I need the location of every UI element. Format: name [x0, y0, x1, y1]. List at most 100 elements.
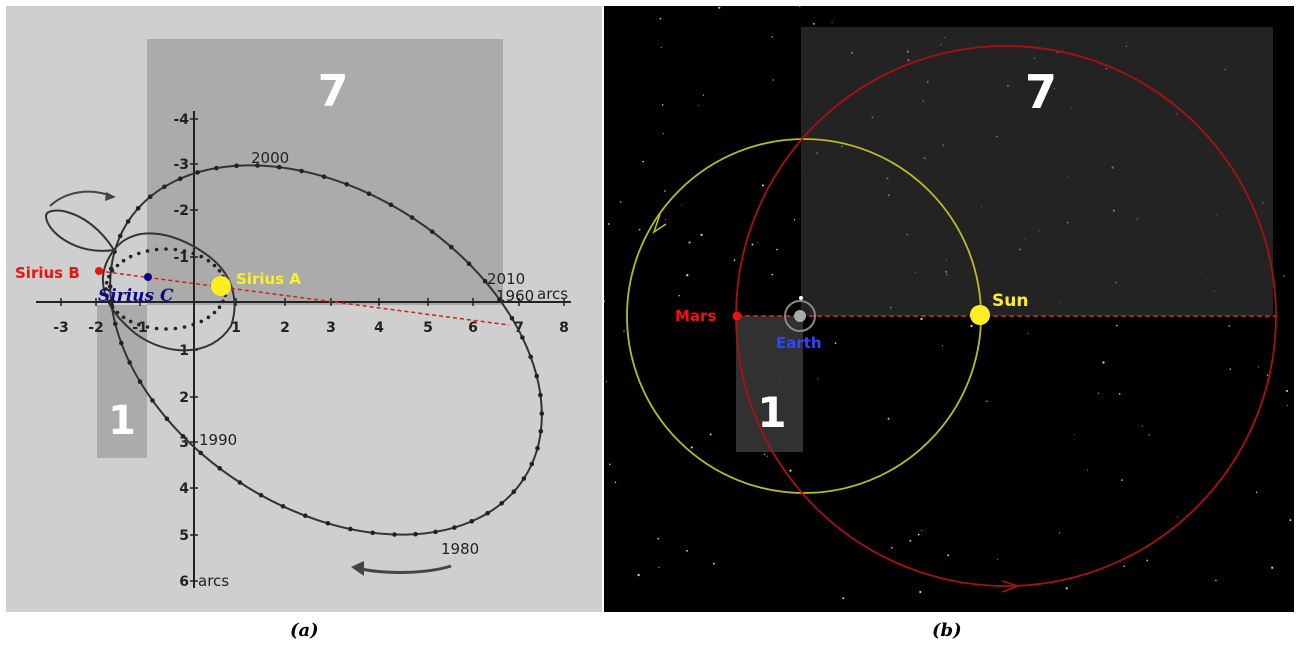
- orbit-dot: [164, 416, 170, 422]
- star: [764, 453, 766, 456]
- star: [917, 533, 920, 536]
- star: [1148, 434, 1150, 436]
- star: [986, 400, 988, 403]
- orbit-dot: [499, 501, 505, 506]
- region-7-label: 7: [318, 66, 349, 117]
- star: [702, 94, 704, 96]
- star: [709, 433, 712, 436]
- y-tick-label: 3: [179, 435, 189, 451]
- x-tick-label: 2: [280, 320, 290, 336]
- orbit-dot: [237, 480, 243, 485]
- star: [659, 17, 662, 20]
- star: [834, 342, 837, 345]
- sirius-b-label: Sirius B: [15, 264, 80, 282]
- star: [890, 546, 893, 549]
- orbit-dot: [280, 504, 286, 509]
- star: [678, 294, 680, 297]
- star: [1271, 566, 1274, 569]
- panel-b-mars-diagram: 7 1 Mars Sun Earth: [604, 6, 1294, 612]
- star: [604, 300, 605, 302]
- star: [1265, 317, 1267, 319]
- star: [690, 446, 693, 449]
- orbit-dot: [485, 510, 490, 516]
- y-tick-label: -4: [173, 112, 189, 128]
- sirius-a-label: Sirius A: [236, 270, 301, 288]
- year-label: 2010: [487, 270, 525, 288]
- orbit-dot: [497, 297, 502, 302]
- star: [681, 204, 683, 206]
- star: [658, 566, 660, 568]
- orbit-dot: [321, 174, 327, 179]
- star: [697, 105, 699, 107]
- inner-orbit-dot: [121, 315, 126, 320]
- orbit-dot: [509, 316, 515, 321]
- orbit-dot: [180, 434, 186, 439]
- orbit-dot: [214, 165, 219, 171]
- star: [661, 104, 664, 106]
- inner-orbit-dot: [173, 247, 178, 252]
- inner-orbit-dot: [217, 269, 222, 273]
- earth-label: Earth: [776, 334, 822, 352]
- inner-orbit-dot: [154, 326, 159, 331]
- star: [606, 381, 608, 382]
- orbit-dot: [217, 466, 222, 471]
- inner-orbit-dot: [137, 251, 141, 256]
- star: [772, 79, 774, 81]
- orbit-dot: [466, 261, 472, 266]
- moon-dot: [799, 296, 803, 300]
- inner-orbit-dot: [199, 254, 204, 259]
- inner-orbit-dot: [199, 319, 204, 324]
- inner-orbit-dot: [145, 249, 150, 253]
- inner-orbit-dot: [221, 299, 225, 304]
- orbit-dot: [277, 164, 282, 170]
- orbit-dot: [177, 176, 183, 181]
- inner-orbit-dot: [217, 305, 222, 310]
- star: [1141, 425, 1143, 427]
- sirius-orbit-svg: 7 1 -3 -2 -1 1 2 3 4 5 6 7 8 -4 -3 -2 -1…: [15, 39, 571, 590]
- orbit-dot: [521, 476, 527, 481]
- orbit-dot: [413, 531, 418, 537]
- sightline-a: [98, 270, 510, 326]
- star: [662, 133, 664, 135]
- orbit-dot: [539, 411, 545, 416]
- orbit-dot: [535, 445, 540, 451]
- x-tick-label: 8: [559, 320, 569, 336]
- star: [1255, 491, 1258, 494]
- orbit-dots: [107, 163, 545, 537]
- star: [718, 6, 721, 9]
- orbit-dot: [538, 429, 544, 434]
- star: [1283, 275, 1285, 277]
- y-tick-label: 4: [179, 481, 189, 497]
- star: [970, 324, 973, 328]
- orbit-dot: [198, 450, 203, 456]
- star: [1146, 559, 1149, 562]
- star: [1121, 479, 1123, 481]
- star: [812, 23, 815, 25]
- orbit-dot: [127, 360, 132, 365]
- orbit-dot: [258, 492, 264, 498]
- orbit-dot: [370, 530, 376, 536]
- star: [1176, 516, 1178, 518]
- orbit-dot: [469, 519, 475, 524]
- region-1-label: 1: [757, 388, 786, 437]
- inner-orbit-dot: [191, 322, 195, 327]
- region-7-shade: [147, 39, 503, 305]
- star: [1215, 579, 1217, 582]
- region-1-shade: [736, 316, 803, 452]
- star: [657, 537, 660, 540]
- star: [1098, 392, 1100, 394]
- orbit-dot: [195, 170, 200, 175]
- orbit-dot: [482, 278, 488, 284]
- star: [909, 539, 912, 542]
- star: [1286, 389, 1289, 392]
- inner-orbit-dot: [107, 274, 111, 279]
- orbit-dot: [107, 284, 113, 289]
- star: [887, 417, 890, 420]
- panel-a-sirius-diagram: 7 1 -3 -2 -1 1 2 3 4 5 6 7 8 -4 -3 -2 -1…: [6, 6, 602, 612]
- orbit-dot: [234, 163, 239, 169]
- star: [1073, 434, 1075, 436]
- star: [761, 184, 764, 187]
- orbit-dot: [299, 168, 304, 174]
- sun-label: Sun: [992, 291, 1028, 311]
- arrow-upper-head: [105, 192, 116, 201]
